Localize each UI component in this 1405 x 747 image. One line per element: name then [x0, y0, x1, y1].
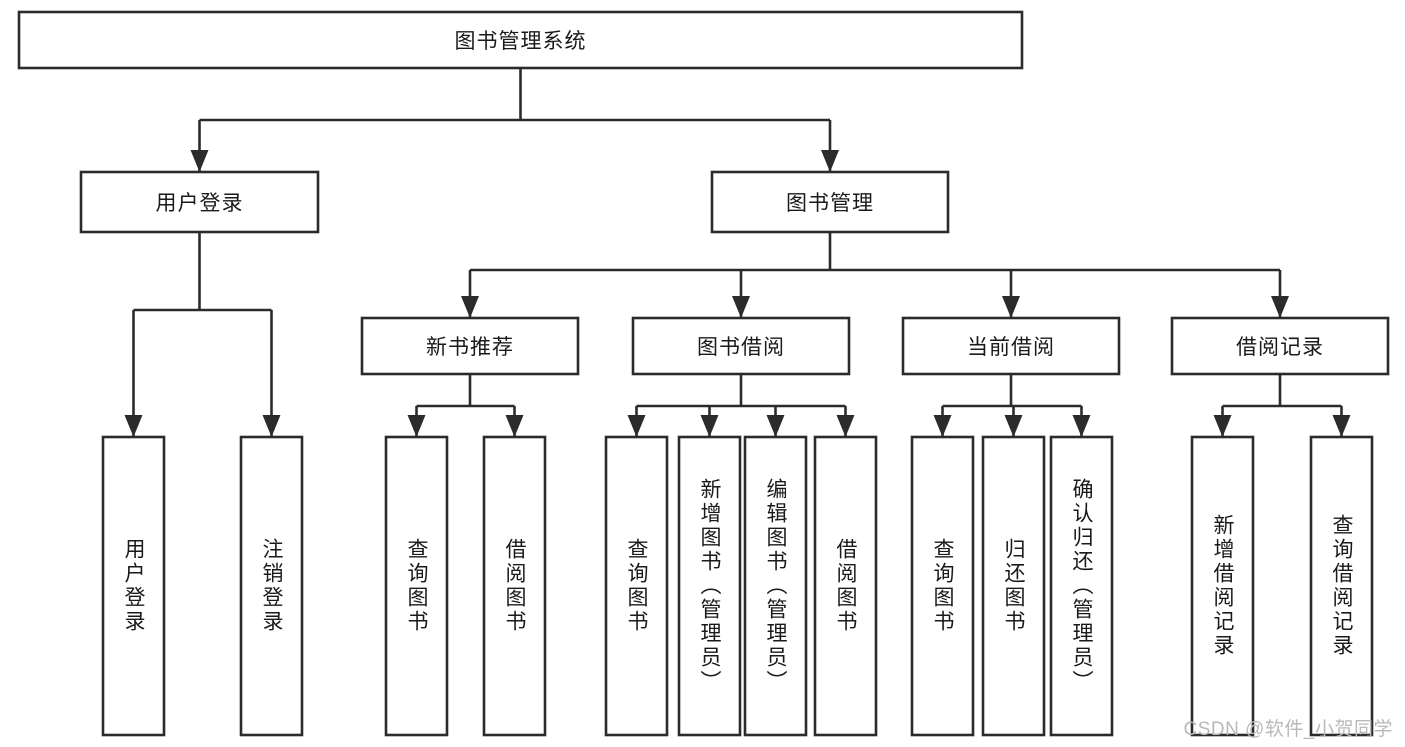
leaf-bb-query-book[interactable]: [604, 435, 669, 737]
arrow-icon-cb-confirm-return: [1072, 415, 1091, 437]
arrow-icon-br-query-record: [1332, 415, 1351, 437]
connector-layer: [124, 68, 1351, 437]
arrow-icon-bb-edit-book: [766, 415, 785, 437]
arrow-icon-nb-borrow-book: [505, 415, 524, 437]
leaf-bb-add-book[interactable]: [677, 435, 742, 737]
leaf-bb-edit-book[interactable]: [743, 435, 808, 737]
leaf-nb-query-book[interactable]: [384, 435, 449, 737]
arrow-icon-logout: [262, 415, 281, 437]
arrow-icon-cb-return-book: [1004, 415, 1023, 437]
leaf-cb-confirm-return[interactable]: [1049, 435, 1114, 737]
leaf-cb-query-book[interactable]: [910, 435, 975, 737]
leaf-login[interactable]: [101, 435, 166, 737]
node-current-borrow[interactable]: [901, 316, 1121, 376]
node-borrow-record[interactable]: [1170, 316, 1390, 376]
watermark-text: CSDN @软件_小贺同学: [1183, 719, 1393, 740]
node-book-management[interactable]: [710, 170, 950, 234]
leaf-logout[interactable]: [239, 435, 304, 737]
arrow-icon-login: [124, 415, 143, 437]
arrow-icon-user-login: [190, 150, 209, 172]
node-book-borrow[interactable]: [631, 316, 851, 376]
arrow-icon-nb-query-book: [407, 415, 426, 437]
arrow-icon-bb-add-book: [700, 415, 719, 437]
arrow-icon-borrow-record: [1271, 296, 1289, 318]
box-layer: [17, 10, 1390, 737]
arrow-icon-current-borrow: [1002, 296, 1020, 318]
node-new-book-recommend[interactable]: [360, 316, 580, 376]
leaf-br-add-record[interactable]: [1190, 435, 1255, 737]
arrow-icon-bb-borrow-book: [836, 415, 855, 437]
leaf-nb-borrow-book[interactable]: [482, 435, 547, 737]
node-user-login[interactable]: [79, 170, 320, 234]
arrow-icon-book-borrow: [732, 296, 750, 318]
leaf-bb-borrow-book[interactable]: [813, 435, 878, 737]
arrow-icon-br-add-record: [1213, 415, 1232, 437]
arrow-icon-new-book-recommend: [461, 296, 479, 318]
leaf-cb-return-book[interactable]: [981, 435, 1046, 737]
arrow-icon-cb-query-book: [933, 415, 952, 437]
arrow-icon-bb-query-book: [627, 415, 646, 437]
node-root[interactable]: [17, 10, 1024, 70]
arrow-icon-book-management: [821, 150, 839, 172]
leaf-br-query-record[interactable]: [1309, 435, 1374, 737]
